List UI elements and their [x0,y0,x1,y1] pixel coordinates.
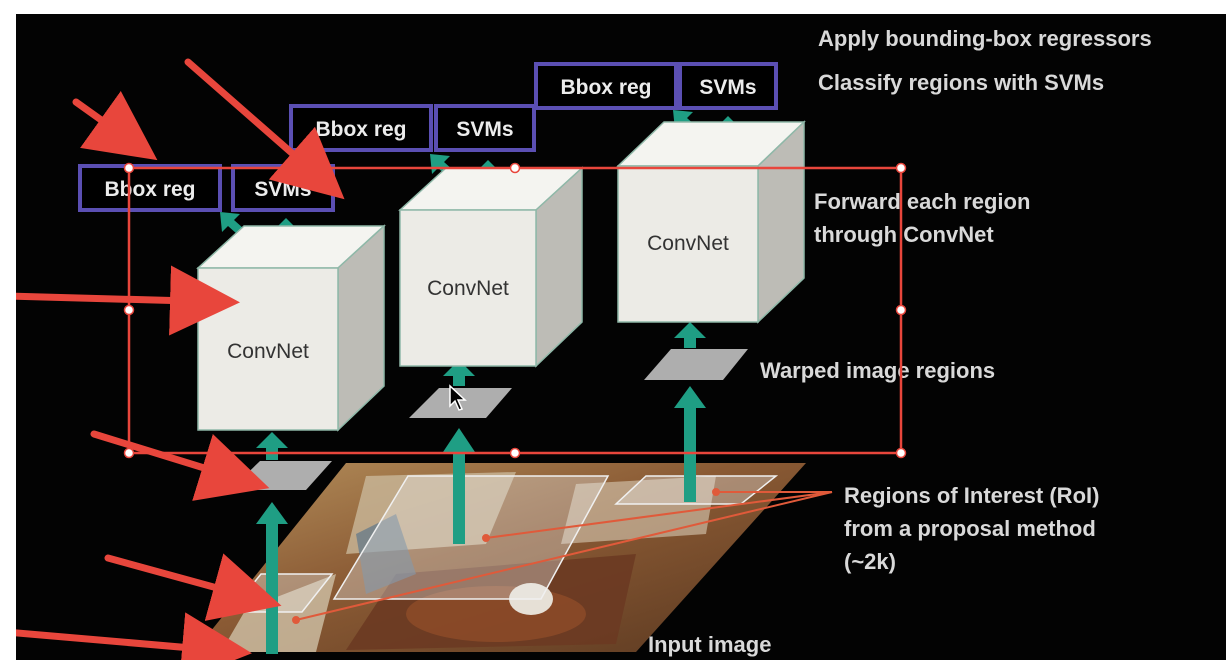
svms-label: SVMs [699,76,756,99]
caption-forward-2: through ConvNet [814,222,994,247]
caption-warped: Warped image regions [760,358,995,383]
resize-handle[interactable] [509,447,521,459]
caption-forward-1: Forward each region [814,189,1030,214]
bbox-reg-box-1 [78,164,222,212]
resize-handle[interactable] [895,447,907,459]
annotation-arrow-icon [16,265,240,336]
resize-handle[interactable] [123,304,135,316]
bbox-reg-label: Bbox reg [560,76,651,99]
selection-box[interactable] [123,162,907,459]
resize-handle[interactable] [123,162,135,174]
caption-roi-2: from a proposal method [844,516,1096,541]
caption-input-image: Input image [648,632,771,657]
convnet-label: ConvNet [427,277,509,300]
annotation-arrow-icon [184,58,345,200]
caption-apply-bbox: Apply bounding-box regressors [818,26,1152,51]
convnet-cube-1: ConvNet [196,224,386,432]
annotation-arrow-icon [72,90,158,161]
svms-box-2 [434,104,536,152]
rcnn-diagram: ConvNet ConvNet ConvNet Bbox reg SVMs Bb… [16,26,1152,660]
bbox-reg-box-3 [534,62,678,110]
caption-roi-1: Regions of Interest (RoI) [844,483,1099,508]
resize-handle[interactable] [895,304,907,316]
convnet-label: ConvNet [647,232,729,255]
annotation-arrow-icon [16,612,252,660]
warped-region-1 [230,461,332,490]
convnet-cube-3: ConvNet [616,120,806,324]
resize-handle[interactable] [895,162,907,174]
bbox-reg-label: Bbox reg [104,178,195,201]
resize-handle[interactable] [123,447,135,459]
resize-handle[interactable] [509,162,521,174]
convnet-label: ConvNet [227,340,309,363]
svms-box-3 [678,62,778,110]
warped-region-2 [409,388,512,418]
convnet-cube-2: ConvNet [398,166,584,368]
warped-region-3 [644,349,748,380]
annotation-arrows [16,58,345,660]
svms-label: SVMs [456,118,513,141]
caption-roi-3: (~2k) [844,549,896,574]
annotation-arrow-icon [104,553,282,621]
mouse-cursor-icon [449,384,467,411]
bbox-reg-label: Bbox reg [315,118,406,141]
caption-classify-svm: Classify regions with SVMs [818,70,1104,95]
svms-label: SVMs [254,178,311,201]
annotation-arrow-icon [90,430,270,501]
slide: ConvNet ConvNet ConvNet Bbox reg SVMs Bb… [16,14,1226,660]
roi-pointer-lines [292,488,833,624]
